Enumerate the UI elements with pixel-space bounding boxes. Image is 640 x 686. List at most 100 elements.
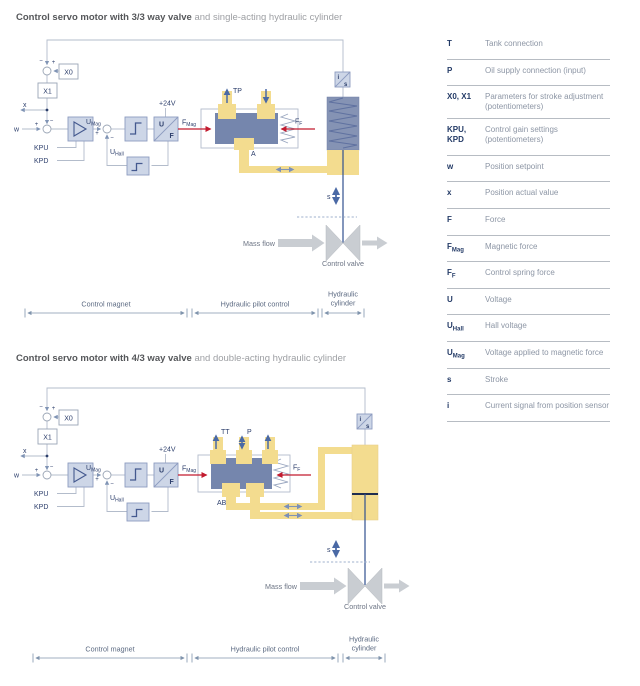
d1-amplifier: KPU KPD <box>34 116 94 165</box>
step-function-icon <box>131 162 143 172</box>
span-hydraulic-cyl-2: cylinder <box>331 299 356 308</box>
d1-setpoint-comparators: X0 X1 − + x w + − <box>13 59 79 134</box>
x1-box <box>37 428 58 445</box>
x0-box <box>58 409 79 426</box>
step-function-icon <box>130 468 142 481</box>
f-mag-label: FMag <box>182 120 196 129</box>
plus-sign: + <box>35 468 39 474</box>
minus-sign: − <box>110 482 114 488</box>
summing-junction-stroke <box>42 66 52 76</box>
span-control-magnet: Control magnet <box>85 645 134 654</box>
u-hall-label: UHall <box>110 495 124 504</box>
d2-cylinder: i s <box>351 413 379 585</box>
return-spring-icon <box>328 97 358 149</box>
diagram2-title: Control servo motor with 4/3 way valve a… <box>16 353 346 364</box>
d1-section-spans: Control magnet Hydraulic pilot control H… <box>24 290 365 318</box>
summing-junction-hall <box>102 470 112 480</box>
valve-body-right <box>364 567 383 605</box>
diagram1-title: Control servo motor with 3/3 way valve a… <box>16 12 342 23</box>
minus-sign: − <box>39 59 43 65</box>
d2-pilot-valve: TT P AB FMag FF <box>178 429 353 519</box>
x1-label: X1 <box>43 89 52 96</box>
minus-sign: − <box>50 119 54 125</box>
step-function-icon <box>130 122 142 135</box>
valve-body-left <box>347 567 366 605</box>
uf-f-label: F <box>170 479 175 486</box>
minus-sign: − <box>39 405 43 411</box>
valve-body-left <box>325 224 344 262</box>
d2-hall-control: UMag + − U F +24V UHall <box>86 447 179 522</box>
ab-port-label: AB <box>217 500 227 507</box>
uf-u-label: U <box>159 468 164 475</box>
tp-port-label: TP <box>233 88 242 95</box>
diagram2-title-light: and double-acting hydraulic cylinder <box>194 353 347 364</box>
hall-feedback-block <box>126 502 150 522</box>
a-port-label: A <box>251 151 256 158</box>
diagram1-title-light: and single-acting hydraulic cylinder <box>194 12 343 23</box>
d2-signal-lines <box>20 387 366 512</box>
p-port-label: P <box>247 429 252 436</box>
mass-flow-out-arrow-icon <box>384 579 410 593</box>
s-label: s <box>366 424 370 430</box>
stroke-label: s <box>327 547 331 554</box>
x-label: x <box>23 448 27 455</box>
kpu-label: KPU <box>34 145 48 152</box>
d2-section-spans: Control magnet Hydraulic pilot control H… <box>32 635 386 663</box>
step-function-icon <box>131 508 143 518</box>
tt-port-label: TT <box>221 429 230 436</box>
amplifier-triangle-icon <box>73 467 88 483</box>
f-mag-label: FMag <box>182 466 196 475</box>
uf-u-label: U <box>159 122 164 129</box>
x0-box <box>58 63 79 80</box>
x0-label: X0 <box>64 70 73 77</box>
plus-sign: + <box>52 60 56 66</box>
d1-signal-lines <box>20 39 344 166</box>
x0-label: X0 <box>64 416 73 423</box>
d1-pilot-valve: TP A FMag FF <box>178 88 329 173</box>
plus-sign: + <box>52 406 56 412</box>
amplifier-triangle-icon <box>73 121 88 137</box>
plus-sign: + <box>95 131 99 137</box>
x1-box <box>37 82 58 99</box>
control-valve-label: Control valve <box>322 259 364 268</box>
hall-feedback-block <box>126 156 150 176</box>
w-label: w <box>13 127 20 134</box>
kpu-label: KPU <box>34 491 48 498</box>
d2-amplifier: KPU KPD <box>34 462 94 511</box>
diagram1-title-bold: Control servo motor with 3/3 way valve <box>16 12 192 23</box>
diagram2-title-bold: Control servo motor with 4/3 way valve <box>16 353 192 364</box>
x1-label: X1 <box>43 435 52 442</box>
summing-junction-stroke <box>42 412 52 422</box>
span-control-magnet: Control magnet <box>81 300 130 309</box>
valve-spring-icon <box>272 458 290 489</box>
summing-junction-w <box>42 124 52 134</box>
valve-body-right <box>342 224 361 262</box>
span-hydraulic-cyl-2: cylinder <box>352 644 377 653</box>
plus-sign: + <box>95 477 99 483</box>
x-label: x <box>23 102 27 109</box>
plus-sign: + <box>35 122 39 128</box>
span-hydraulic-pilot: Hydraulic pilot control <box>231 645 300 654</box>
span-hydraulic-cyl-1: Hydraulic <box>349 635 379 644</box>
supply-24v-label: +24V <box>159 447 176 454</box>
diagram2: X0 X1 − + x w + − KPU KPD UMag + − U <box>13 387 410 663</box>
d1-control-valve: s Mass flow Control valve <box>243 186 388 268</box>
f-f-label: FF <box>295 119 302 128</box>
d2-control-valve: s Mass flow Control valve <box>265 539 410 611</box>
minus-sign: − <box>50 465 54 471</box>
d1-hall-control: UMag + − U F +24V UHall <box>86 101 179 176</box>
summing-junction-hall <box>102 124 112 134</box>
u-hall-label: UHall <box>110 149 124 158</box>
kpd-label: KPD <box>34 158 48 165</box>
